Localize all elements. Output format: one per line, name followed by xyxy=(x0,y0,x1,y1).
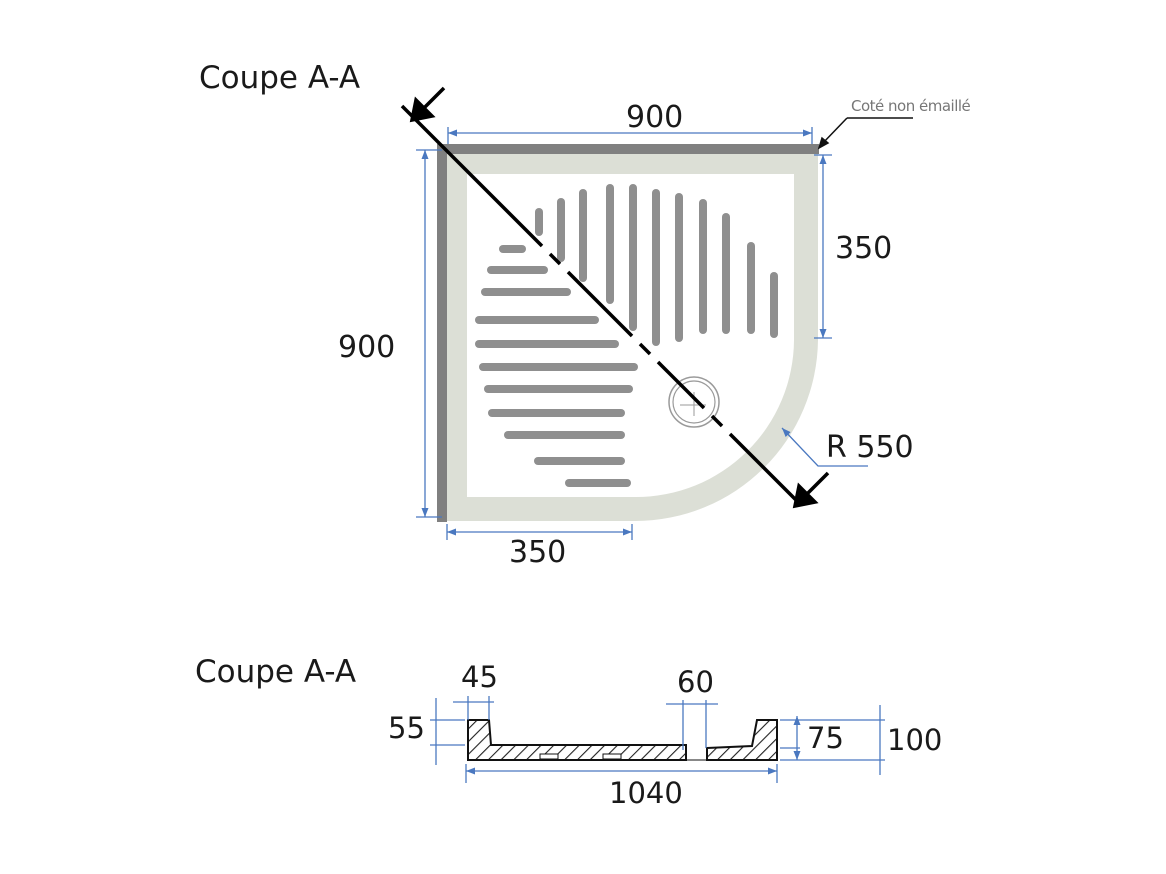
dim-bottom-350: 350 xyxy=(509,535,567,570)
section-cut-line xyxy=(400,104,802,506)
dim-depth-75: 75 xyxy=(807,721,844,755)
dim-height-100: 100 xyxy=(887,723,943,757)
section-dimension-lines xyxy=(430,696,885,783)
dim-length-1040: 1040 xyxy=(609,776,683,810)
grooves-vertical xyxy=(535,184,778,346)
note-leader xyxy=(817,117,913,150)
shower-tray-plan xyxy=(400,86,913,540)
unenamelled-edge-left xyxy=(437,144,447,522)
section-view-title: Coupe A-A xyxy=(195,654,357,690)
unenamelled-edge-top xyxy=(437,144,819,154)
dim-rim-55: 55 xyxy=(388,711,425,745)
section-profile-left xyxy=(467,719,687,761)
dim-rim-45: 45 xyxy=(461,660,498,694)
dim-radius: R 550 xyxy=(826,430,914,465)
dim-right-350: 350 xyxy=(835,231,893,266)
dim-width-900: 900 xyxy=(626,100,684,135)
note-unenamelled-side: Coté non émaillé xyxy=(851,97,971,115)
cut-arrow-top-icon xyxy=(409,86,446,123)
dim-drain-60: 60 xyxy=(677,665,714,699)
cut-arrow-bottom-icon xyxy=(792,471,830,509)
shower-tray-section xyxy=(430,696,885,783)
dim-height-900: 900 xyxy=(338,330,396,365)
dimension-lines xyxy=(416,127,868,540)
section-profile-right xyxy=(706,719,778,761)
top-view-title: Coupe A-A xyxy=(199,60,361,96)
grooves-horizontal xyxy=(475,245,638,487)
